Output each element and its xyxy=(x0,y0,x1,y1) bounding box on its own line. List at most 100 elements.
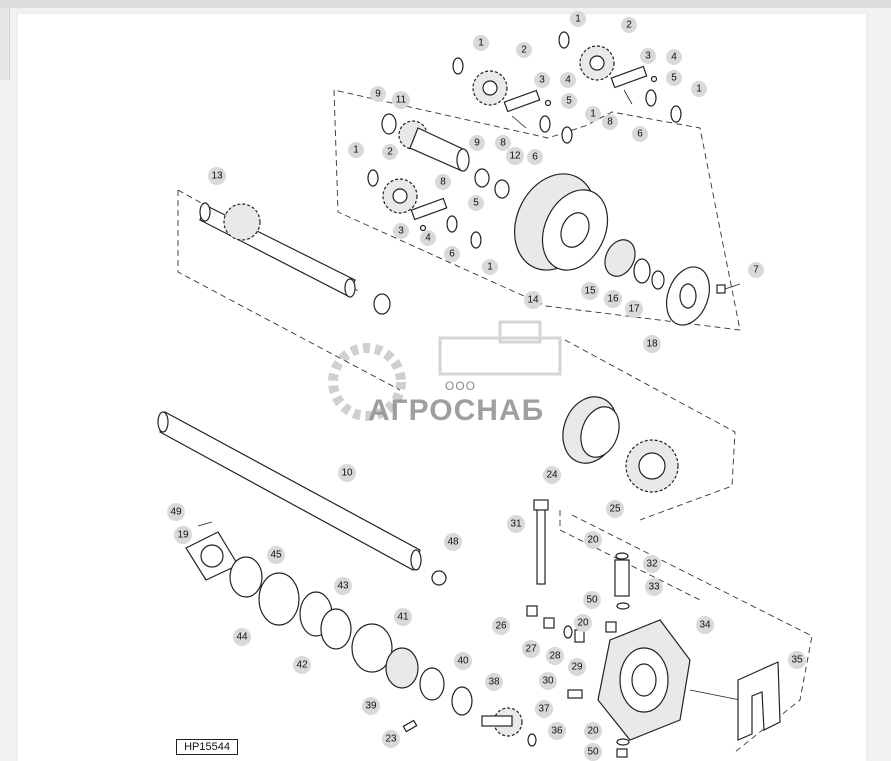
callout-bubble xyxy=(570,11,586,27)
callout-number: 15 xyxy=(584,286,596,297)
callout-number: 19 xyxy=(177,530,189,541)
callout-bubble xyxy=(482,259,498,275)
callout-number: 9 xyxy=(375,89,381,100)
reference-code: HP15544 xyxy=(176,739,238,755)
callout-number: 14 xyxy=(527,295,539,306)
plug-50b xyxy=(616,748,628,758)
callout-1: 1 xyxy=(585,106,601,122)
callout-number: 48 xyxy=(447,537,459,548)
callout-1: 1 xyxy=(691,81,707,97)
callout-number: 20 xyxy=(577,618,589,629)
callout-20: 20 xyxy=(574,614,592,632)
callout-bubble xyxy=(382,144,398,160)
callout-bubble xyxy=(666,70,682,86)
callout-19: 19 xyxy=(174,526,192,544)
plug-30 xyxy=(567,689,583,699)
callout-8: 8 xyxy=(495,135,511,151)
washer-36 xyxy=(527,733,537,747)
callout-number: 38 xyxy=(488,677,500,688)
callout-1: 1 xyxy=(473,35,489,51)
callout-number: 45 xyxy=(270,550,282,561)
callout-1: 1 xyxy=(348,142,364,158)
callout-number: 25 xyxy=(609,504,621,515)
callout-bubble xyxy=(584,743,602,761)
large-gear xyxy=(625,439,679,493)
callout-3: 3 xyxy=(534,72,550,88)
callout-number: 17 xyxy=(628,304,640,315)
callout-bubble xyxy=(643,555,661,573)
callout-bubble xyxy=(382,730,400,748)
callout-bubble xyxy=(527,149,543,165)
callout-number: 6 xyxy=(637,129,643,140)
callout-bubble xyxy=(788,651,806,669)
callout-number: 2 xyxy=(626,20,632,31)
callout-40: 40 xyxy=(454,652,472,670)
callout-number: 43 xyxy=(337,581,349,592)
callout-5: 5 xyxy=(666,70,682,86)
callout-48: 48 xyxy=(444,533,462,551)
callout-27: 27 xyxy=(522,640,540,658)
callout-25: 25 xyxy=(606,500,624,518)
callout-number: 18 xyxy=(646,339,658,350)
callout-bubble xyxy=(748,262,764,278)
callout-bubble xyxy=(174,526,192,544)
callout-1: 1 xyxy=(570,11,586,27)
callout-bubble xyxy=(574,614,592,632)
callout-number: 44 xyxy=(236,632,248,643)
flange-plate xyxy=(665,266,711,326)
callout-number: 24 xyxy=(546,470,558,481)
bearing-39 xyxy=(385,647,419,689)
callout-bubble xyxy=(534,72,550,88)
callout-20: 20 xyxy=(584,722,602,740)
callout-15: 15 xyxy=(581,282,599,300)
callout-2: 2 xyxy=(621,17,637,33)
o-ring-48 xyxy=(431,570,447,586)
callout-number: 8 xyxy=(440,177,446,188)
callout-number: 4 xyxy=(565,75,571,86)
callout-43: 43 xyxy=(334,577,352,595)
callout-number: 29 xyxy=(571,662,583,673)
callout-42: 42 xyxy=(293,656,311,674)
callout-bubble xyxy=(370,86,386,102)
callout-34: 34 xyxy=(696,616,714,634)
callout-number: 6 xyxy=(532,152,538,163)
watermark-company-type: ООО xyxy=(445,379,477,393)
callout-bubble xyxy=(606,500,624,518)
seal-41 xyxy=(351,623,393,673)
callout-bubble xyxy=(473,35,489,51)
callout-number: 1 xyxy=(696,84,702,95)
callout-bubble xyxy=(548,722,566,740)
callout-18: 18 xyxy=(643,335,661,353)
callout-bubble xyxy=(362,697,380,715)
callout-32: 32 xyxy=(643,555,661,573)
callout-bubble xyxy=(435,174,451,190)
callout-50: 50 xyxy=(583,591,601,609)
callout-number: 1 xyxy=(575,14,581,25)
callout-bubble xyxy=(444,533,462,551)
callout-bubble xyxy=(392,91,410,109)
upper-gear-set xyxy=(452,31,682,144)
pin-23 xyxy=(402,719,418,733)
callout-6: 6 xyxy=(632,126,648,142)
callout-bubble xyxy=(293,656,311,674)
callout-9: 9 xyxy=(370,86,386,102)
callout-bubble xyxy=(539,672,557,690)
callout-number: 20 xyxy=(587,726,599,737)
callout-11: 11 xyxy=(392,91,410,109)
callout-3: 3 xyxy=(640,48,656,64)
callout-number: 31 xyxy=(510,519,522,530)
callout-number: 32 xyxy=(646,559,658,570)
callout-number: 9 xyxy=(474,138,480,149)
callout-36: 36 xyxy=(548,722,566,740)
callout-45: 45 xyxy=(267,546,285,564)
callout-bubble xyxy=(696,616,714,634)
callout-number: 50 xyxy=(587,747,599,758)
callout-bubble xyxy=(543,466,561,484)
callout-bubble xyxy=(507,515,525,533)
callout-number: 2 xyxy=(521,45,527,56)
callout-number: 33 xyxy=(648,582,660,593)
callout-number: 23 xyxy=(385,734,397,745)
callout-4: 4 xyxy=(420,230,436,246)
rotor-45 xyxy=(229,556,263,598)
snap-ring-16 xyxy=(633,258,651,284)
